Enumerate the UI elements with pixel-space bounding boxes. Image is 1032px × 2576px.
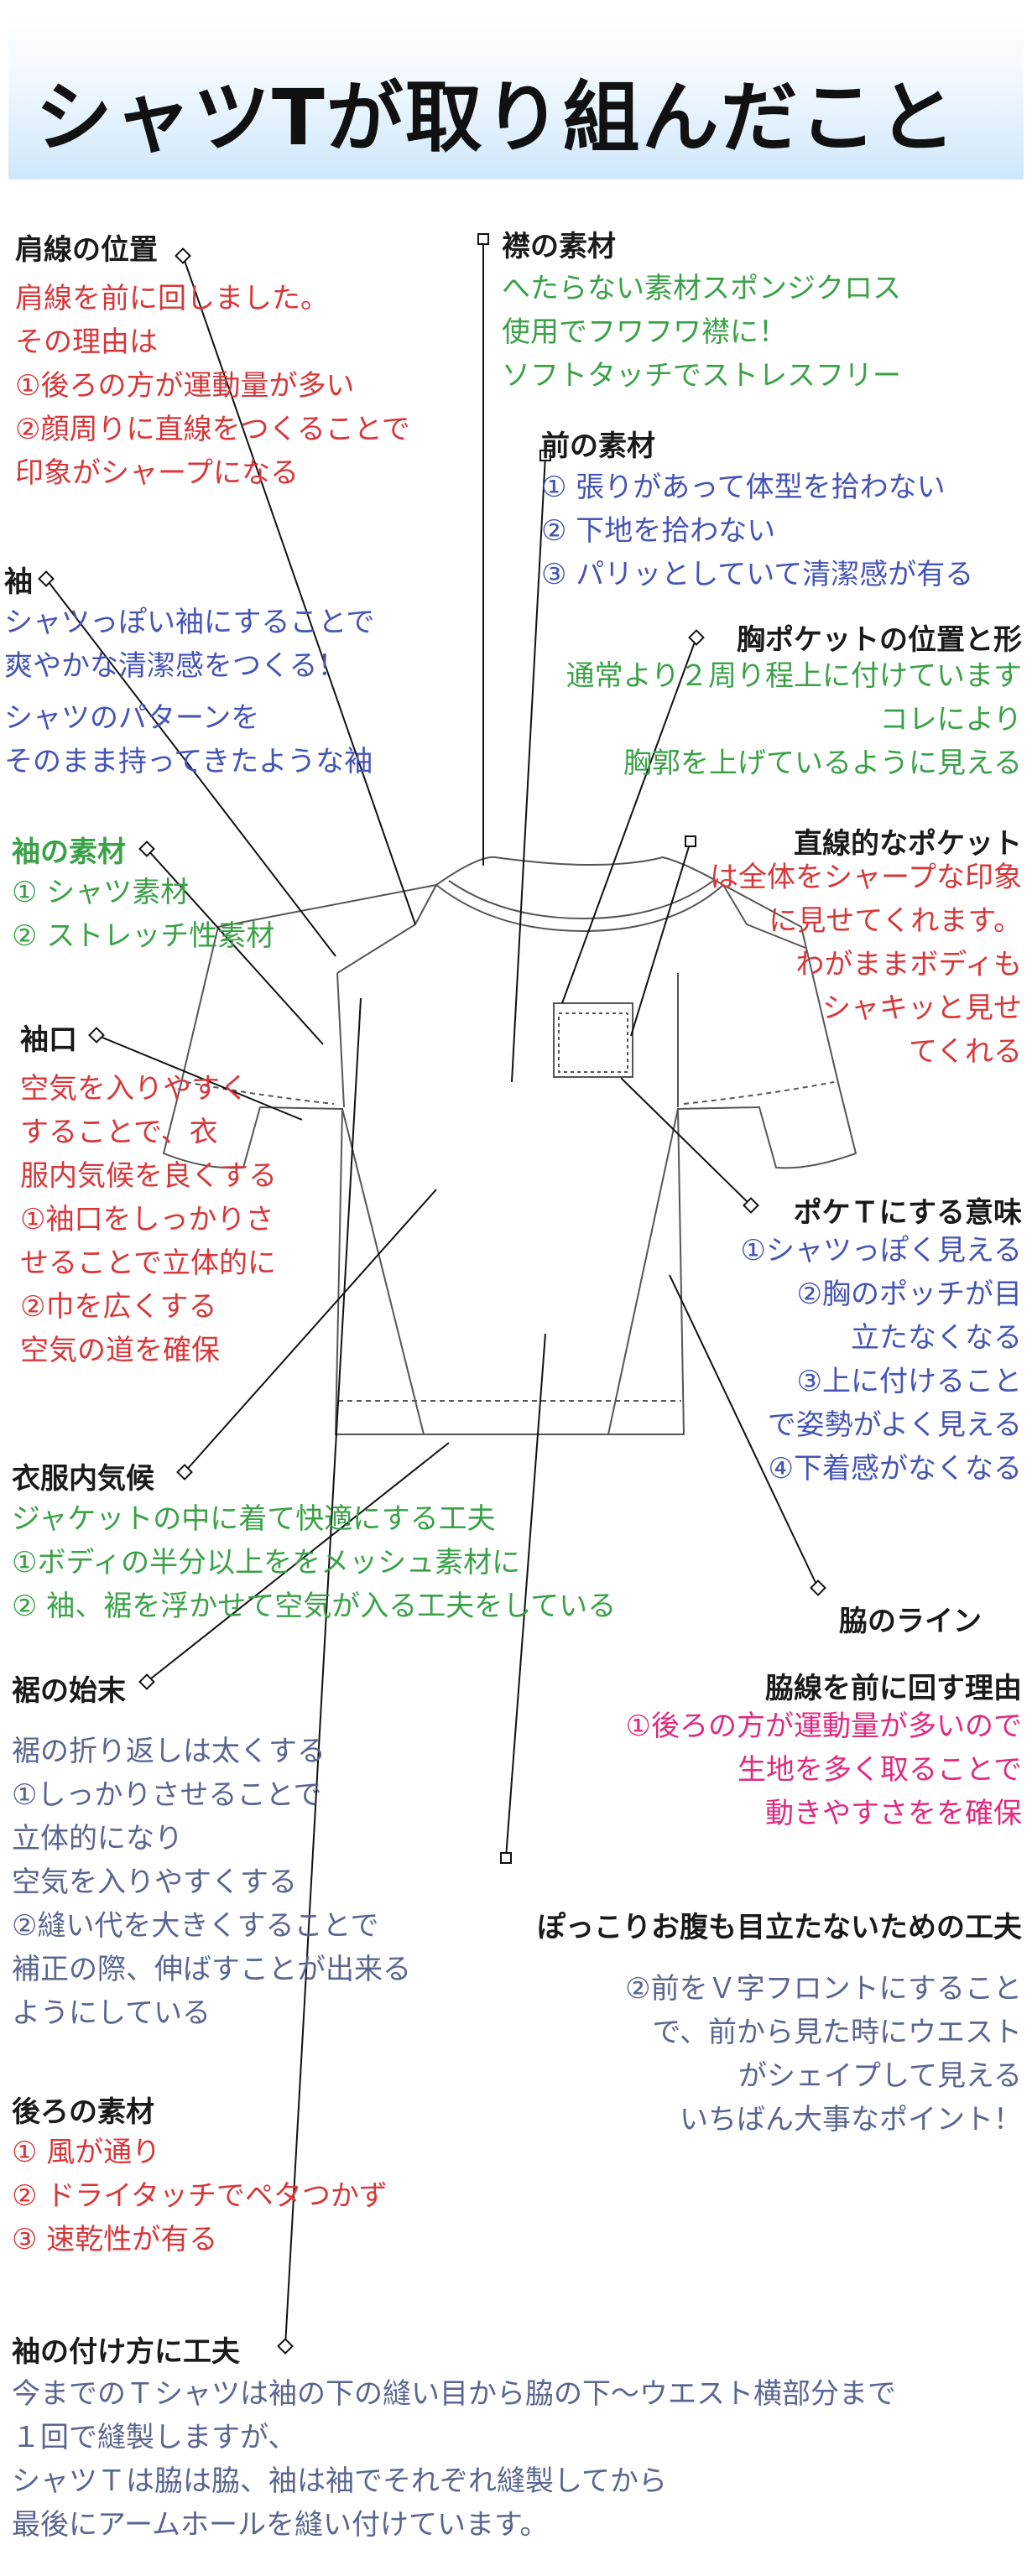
leader-cuff xyxy=(96,1034,303,1121)
microclimate-heading: 衣服内気候 xyxy=(12,1462,154,1496)
leader-markers xyxy=(38,233,826,2355)
chest-pocket xyxy=(553,1002,633,1078)
belly-text: ②前をＶ字フロントにすること で、前から見た時にウエスト がシェイプして見える … xyxy=(625,1972,1022,2136)
side-seam-reason-heading: 脇線を前に回す理由 xyxy=(765,1672,1022,1705)
leader-front xyxy=(511,455,546,1083)
pocket-t-text: ①シャツっぽく見える ②胸のポッチが目 立たなくなる ③上に付けること で姿勢が… xyxy=(740,1234,1022,1486)
armhole-left xyxy=(336,972,345,1108)
straight-pocket-text: は全体をシャープな印象 に見せてくれます。 わがままボディも シャキッと見せ て… xyxy=(710,861,1022,1069)
side-seam-reason-text: ①後ろの方が運動量が多いので 生地を多く取ることで 動きやすさをを確保 xyxy=(625,1710,1022,1830)
sleeve-material-heading: 袖の素材 xyxy=(12,835,126,869)
shoulder-line-text: 肩線を前に回しました。 その理由は ①後ろの方が運動量が多い ②顔周りに直線をつ… xyxy=(15,282,410,490)
sleeve-text-1: シャツっぽい袖にすることで 爽やかな清潔感をつくる！ xyxy=(4,606,375,683)
hem-finish-heading: 裾の始末 xyxy=(12,1674,126,1708)
shoulder-line-heading: 肩線の位置 xyxy=(15,233,158,267)
collar-material-heading: 襟の素材 xyxy=(502,230,616,263)
side-panel-left xyxy=(341,1108,425,1435)
shoulder-yoke-right xyxy=(722,884,806,949)
hem-finish-text: 裾の折り返しは太くする ①しっかりさせることで 立体的になり 空気を入りやすくす… xyxy=(12,1735,411,2030)
leader-sleeve-material xyxy=(146,848,324,1045)
leader-pocket-t xyxy=(620,1077,752,1206)
side-panel-right xyxy=(607,1108,679,1435)
straight-pocket-heading: 直線的なポケット xyxy=(794,827,1022,861)
sleeve-material-text: ① シャツ素材 ② ストレッチ性素材 xyxy=(12,876,275,953)
sleeve-attach-heading: 袖の付け方に工夫 xyxy=(12,2335,240,2369)
leader-hem xyxy=(146,1442,450,1683)
tshirt-drawing xyxy=(162,856,857,1435)
side-line-heading: 脇のライン xyxy=(839,1605,982,1638)
pocket-position-heading: 胸ポケットの位置と形 xyxy=(737,623,1022,657)
pocket-position-text: 通常より２周り程上に付けています コレにより 胸郭を上げているように見える xyxy=(566,659,1022,780)
sleeve-heading: 袖 xyxy=(4,565,33,599)
front-material-heading: 前の素材 xyxy=(541,429,655,463)
leader-straight-pocket xyxy=(630,840,691,1037)
sleeve-text-2: シャツのパターンを そのまま持ってきたような袖 xyxy=(4,701,373,778)
microclimate-text: ジャケットの中に着て快適にする工夫 ①ボディの半分以上ををメッシュ素材に ② 袖… xyxy=(12,1502,617,1623)
back-material-text: ① 風が通り ② ドライタッチでペタつかず ③ 速乾性が有る xyxy=(12,2136,388,2256)
cuff-stitch-right xyxy=(683,1081,835,1105)
leader-side-line xyxy=(669,1274,819,1589)
leader-belly xyxy=(505,1333,546,1859)
cuff-stitch-left xyxy=(185,1081,335,1105)
leader-shoulder xyxy=(182,255,416,925)
page-title: シャツTが取り組んだこと xyxy=(35,73,957,163)
shoulder-yoke-left xyxy=(336,884,437,974)
cuff-heading: 袖口 xyxy=(20,1023,77,1057)
tshirt-collar xyxy=(435,884,724,933)
belly-heading: ぽっこりお腹も目立たないための工夫 xyxy=(537,1911,1022,1944)
leader-sleeve xyxy=(45,578,336,957)
pocket-t-heading: ポケＴにする意味 xyxy=(793,1196,1022,1230)
leader-pocket-position xyxy=(561,637,697,1004)
tshirt-collar-inner xyxy=(448,880,714,920)
title-banner: シャツTが取り組んだこと xyxy=(8,13,1024,180)
collar-material-text: へたらない素材スポンジクロス 使用でフワフワ襟に！ ソフトタッチでストレスフリー xyxy=(502,272,901,393)
sleeve-attach-text: 今までのＴシャツは袖の下の縫い目から脇の下〜ウエスト横部分まで １回で縫製します… xyxy=(12,2377,896,2542)
front-material-text: ① 張りがあって体型を拾わない ② 下地を拾わない ③ パリッとしていて清潔感が… xyxy=(541,471,974,591)
back-material-heading: 後ろの素材 xyxy=(12,2095,154,2129)
cuff-text: 空気を入りやすく することで、衣 服内気候を良くする ①袖口をしっかりさ せるこ… xyxy=(20,1072,277,1367)
leader-sleeve-attach xyxy=(284,997,362,2347)
leader-microclimate xyxy=(184,1189,437,1473)
leader-lines xyxy=(45,239,819,2347)
